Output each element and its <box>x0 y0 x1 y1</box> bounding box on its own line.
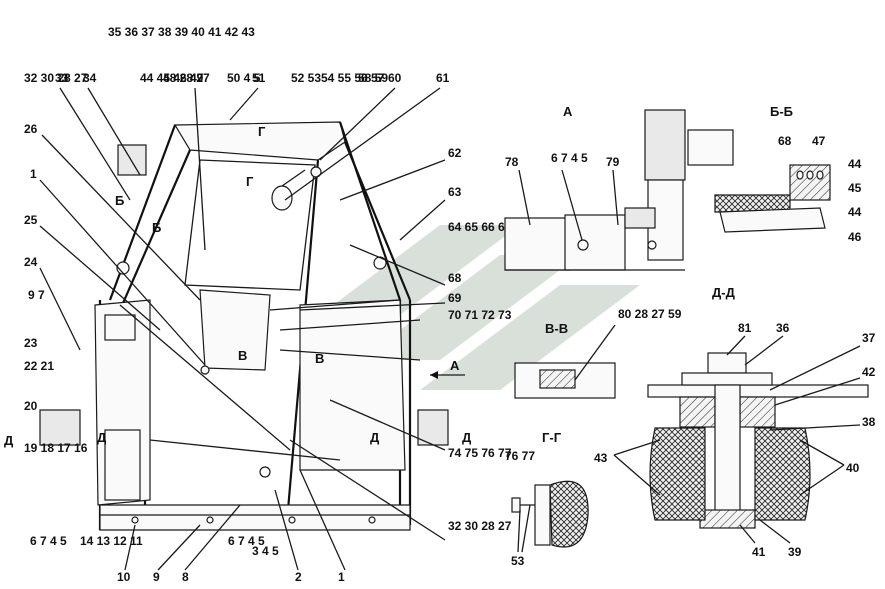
section-mark-d-left: Д <box>4 433 14 448</box>
label-20: 20 <box>24 399 38 413</box>
section-dd: Д-Д 81 36 37 42 38 43 40 41 39 <box>594 285 876 559</box>
label-54-57: 54 55 56 57 <box>321 71 385 85</box>
label-44-bb-bot: 44 <box>848 205 862 219</box>
label-43: 43 <box>594 451 608 465</box>
label-25: 25 <box>24 213 38 227</box>
main-assembly <box>39 121 449 531</box>
label-68-bb: 68 <box>778 134 792 148</box>
section-bb-title: Б-Б <box>770 104 793 119</box>
callout-labels-right: 62 63 64 65 66 67 68 69 70 71 72 73 74 7… <box>448 146 512 533</box>
label-8: 8 <box>182 570 189 584</box>
label-6-5-view-a: 6 7 4 5 <box>551 151 588 165</box>
label-35-43: 35 36 37 38 39 40 41 42 43 <box>108 25 255 39</box>
callout-labels-left: 26 1 25 24 9 7 23 22 21 20 19 18 17 16 6… <box>24 122 88 548</box>
label-9-bottom: 9 <box>153 570 160 584</box>
label-26: 26 <box>24 122 38 136</box>
label-32-27: 32 30 28 27 <box>24 71 88 85</box>
label-47-bb: 47 <box>812 134 826 148</box>
label-51: 51 <box>252 71 266 85</box>
label-23: 23 <box>24 336 38 350</box>
label-79: 79 <box>606 155 620 169</box>
label-6-5-left: 6 7 4 5 <box>30 534 67 548</box>
section-mark-d-right: Д <box>370 430 380 445</box>
label-24: 24 <box>24 255 38 269</box>
label-80-59: 80 28 27 59 <box>618 307 682 321</box>
callout-labels-top: 35 36 37 38 39 40 41 42 43 32 30 28 27 3… <box>24 25 450 85</box>
label-64-67: 64 65 66 67 <box>448 220 512 234</box>
label-36: 36 <box>776 321 790 335</box>
label-1-bottom: 1 <box>338 570 345 584</box>
label-78: 78 <box>505 155 519 169</box>
label-81: 81 <box>738 321 752 335</box>
view-arrow-a: А <box>450 358 460 373</box>
label-33: 33 <box>55 71 69 85</box>
label-39: 39 <box>788 545 802 559</box>
label-10: 10 <box>117 570 131 584</box>
label-40: 40 <box>846 461 860 475</box>
label-58-59: 58 59 <box>358 71 388 85</box>
section-vv-title: В-В <box>545 321 568 336</box>
label-34: 34 <box>83 71 97 85</box>
section-mark-b-top: Б <box>115 193 124 208</box>
label-76-77: 76 77 <box>505 449 535 463</box>
label-22-21: 22 21 <box>24 359 54 373</box>
label-49: 49 <box>190 71 204 85</box>
label-3-5: 3 4 5 <box>252 544 279 558</box>
leader-lines <box>39 87 446 571</box>
view-a-title: А <box>563 104 573 119</box>
label-42: 42 <box>862 365 876 379</box>
section-mark-g-top: Г <box>258 124 266 139</box>
label-48-27: 48 28 27 <box>163 71 210 85</box>
section-dd-title: Д-Д <box>712 285 736 300</box>
section-mark-v-right: В <box>315 351 324 366</box>
section-gg: Г-Г 76 77 53 <box>505 430 589 568</box>
section-mark-v-left: В <box>238 348 247 363</box>
section-marks: Б Б В В Г Г Д Д Д Д А <box>4 124 472 448</box>
label-14-11: 14 13 12 11 <box>80 534 143 548</box>
label-38: 38 <box>862 415 876 429</box>
label-70-73: 70 71 72 73 <box>448 308 512 322</box>
callout-labels-bottom: 14 13 12 11 10 9 8 6 7 4 5 3 4 5 2 1 <box>80 534 345 584</box>
label-62: 62 <box>448 146 462 160</box>
label-45-bb: 45 <box>848 181 862 195</box>
label-52-53: 52 53 <box>291 71 321 85</box>
label-6-5-bottom: 6 7 4 5 <box>228 534 265 548</box>
label-2: 2 <box>295 570 302 584</box>
label-1-left: 1 <box>30 167 37 181</box>
label-74-77: 74 75 76 77 <box>448 446 512 460</box>
label-69: 69 <box>448 291 462 305</box>
label-19-16: 19 18 17 16 <box>24 441 88 455</box>
view-a: А 78 6 7 4 5 79 <box>504 104 734 271</box>
section-mark-d-right2: Д <box>462 430 472 445</box>
label-50-5: 50 4 5 <box>227 71 261 85</box>
label-9-7: 9 7 <box>28 288 45 302</box>
section-mark-d-left2: Д <box>97 430 107 445</box>
label-44-bb-top: 44 <box>848 157 862 171</box>
label-46-bb: 46 <box>848 230 862 244</box>
section-mark-b-mid: Б <box>152 220 161 235</box>
label-61: 61 <box>436 71 450 85</box>
section-vv: В-В 80 28 27 59 <box>514 307 682 399</box>
label-53-gg: 53 <box>511 554 525 568</box>
label-68: 68 <box>448 271 462 285</box>
label-41: 41 <box>752 545 766 559</box>
label-60: 60 <box>388 71 402 85</box>
label-37: 37 <box>862 331 876 345</box>
section-bb: Б-Б 68 47 44 45 44 46 <box>714 104 862 244</box>
label-32-27-right: 32 30 28 27 <box>448 519 512 533</box>
section-gg-title: Г-Г <box>542 430 562 445</box>
label-63: 63 <box>448 185 462 199</box>
label-44-47: 44 45 46 47 <box>140 71 204 85</box>
section-mark-g-bot: Г <box>246 174 254 189</box>
